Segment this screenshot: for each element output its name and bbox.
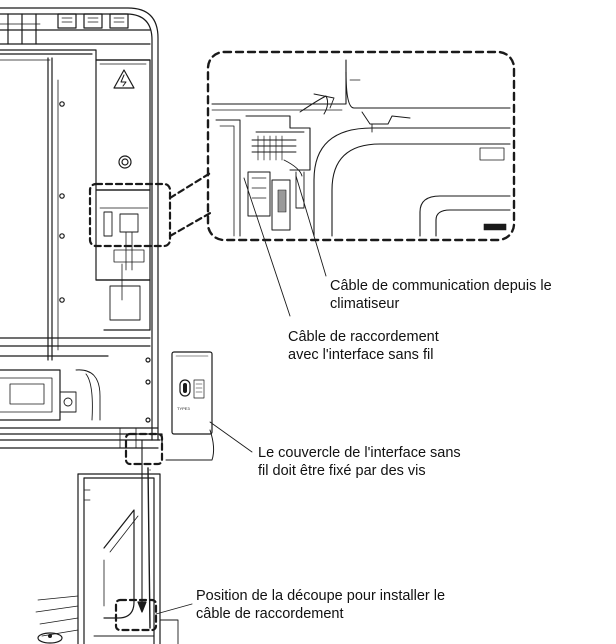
cable-exit-highlight (124, 432, 164, 466)
routing-cable (137, 439, 147, 613)
zoom-link-upper (168, 170, 214, 200)
leader-cutout-position (155, 603, 193, 615)
leader-communication-cable (295, 175, 327, 277)
callout-cutout-position-line1: Position de la découpe pour installer le (196, 588, 446, 604)
leader-lines (155, 175, 327, 615)
connector-highlight (88, 182, 172, 248)
callout-connection-cable-line1: Câble de raccordement (288, 329, 439, 345)
device-type-label: TYPE3 (177, 406, 190, 411)
leader-cover-screws (209, 421, 253, 453)
callout-communication-cable: Câble de communication depuis le climati… (330, 277, 552, 313)
callout-cover-screws: Le couvercle de l'interface sans fil doi… (258, 444, 461, 480)
cutout-highlight (114, 598, 158, 632)
detail-zoom-frame (206, 50, 516, 242)
leader-connection-cable (243, 177, 291, 317)
callout-connection-cable: Câble de raccordement avec l'interface s… (288, 328, 439, 364)
callout-connection-cable-line2: avec l'interface sans fil (288, 347, 434, 363)
callout-cutout-position-line2: câble de raccordement (196, 606, 344, 622)
zoom-link-lower (168, 210, 214, 238)
callout-cover-screws-line1: Le couvercle de l'interface sans (258, 445, 461, 461)
callout-cover-screws-line2: fil doit être fixé par des vis (258, 463, 426, 479)
callout-communication-cable-line2: climatiseur (330, 296, 400, 312)
highlight-regions (88, 170, 214, 632)
lower-pipe-section (35, 467, 179, 644)
indoor-unit-body (0, 7, 163, 449)
callout-communication-cable-line1: Câble de communication depuis le (330, 278, 552, 294)
callout-cutout-position: Position de la découpe pour installer le… (196, 587, 445, 623)
detail-zoom-panel (206, 50, 516, 242)
wireless-interface-box (165, 351, 215, 461)
